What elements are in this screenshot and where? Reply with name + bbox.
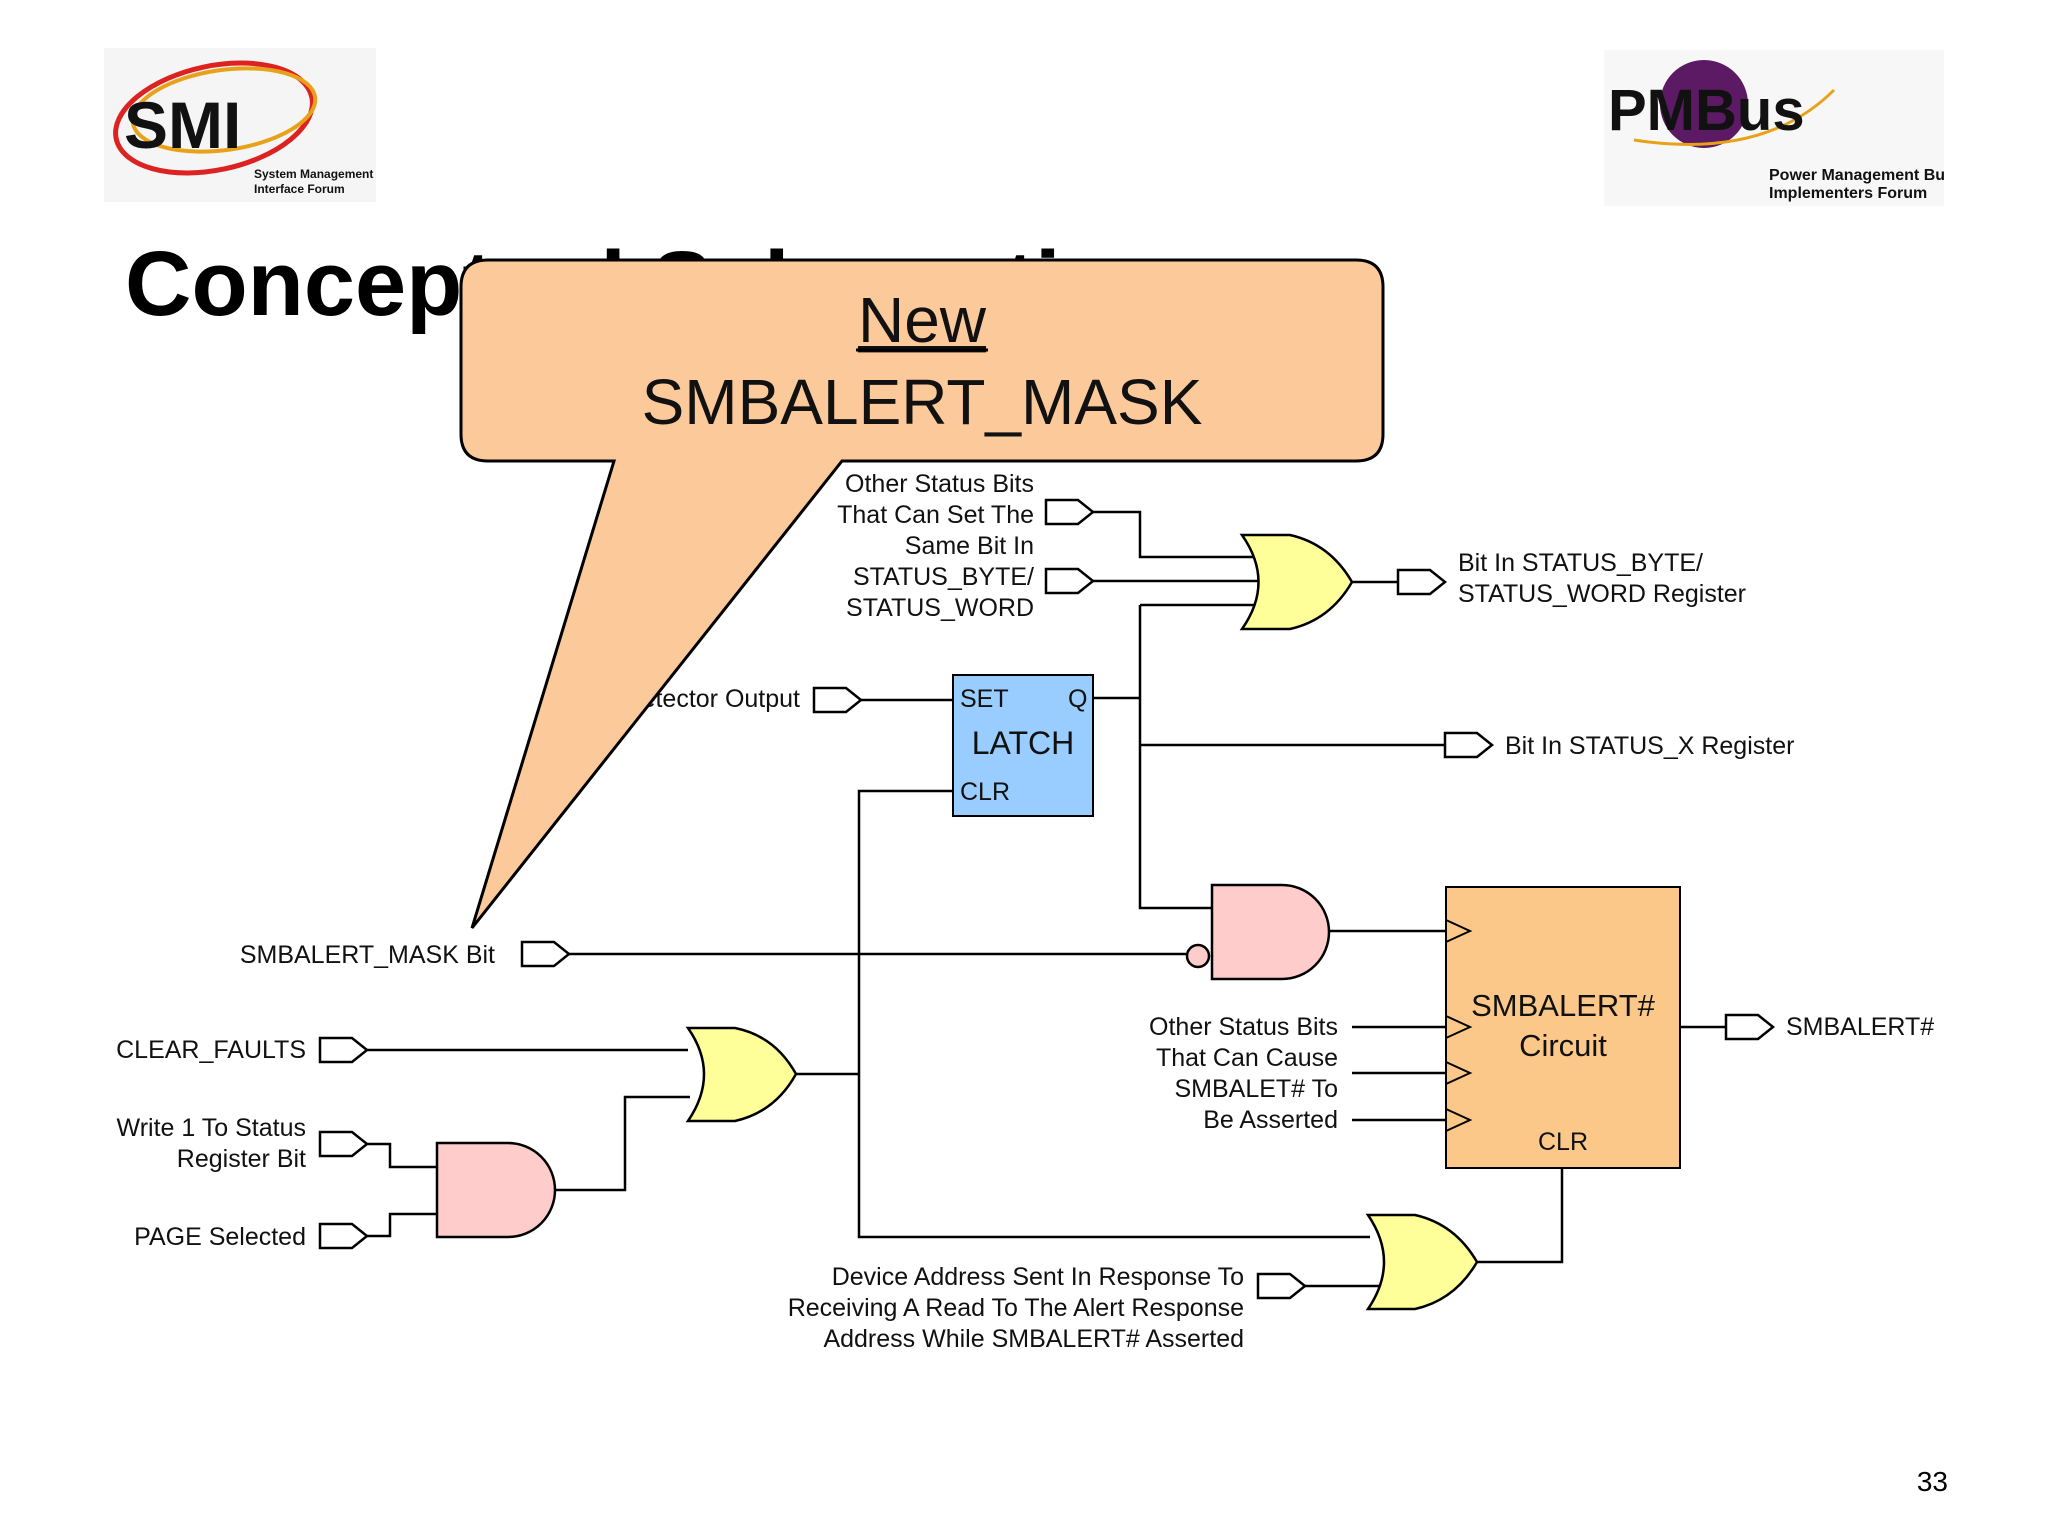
smbalert-circuit-box xyxy=(1445,886,1681,1169)
smi-logo-graphic: SMI System Management Interface Forum xyxy=(113,60,373,196)
connector-clear-faults xyxy=(318,1036,370,1064)
pmbus-logo-line2: Implementers Forum xyxy=(1769,185,1927,202)
wire-page-selected xyxy=(366,1212,438,1238)
write1-line2: Register Bit xyxy=(177,1145,306,1173)
callout-line1: New xyxy=(858,284,987,356)
mask-bit-label: SMBALERT_MASK Bit xyxy=(240,941,495,969)
inverter-bubble xyxy=(1185,943,1211,969)
connector-other-status-a xyxy=(1044,498,1096,526)
callout-bubble xyxy=(459,258,1385,929)
connector-device-address xyxy=(1256,1272,1308,1300)
other-status-set-line2: That Can Set The xyxy=(837,501,1034,529)
or-gate-clear xyxy=(685,1026,798,1123)
smi-logo: SMI System Management Interface Forum xyxy=(104,48,376,202)
wires xyxy=(366,510,1726,1288)
device-address-line2: Receiving A Read To The Alert Response xyxy=(788,1294,1244,1322)
and-gate-write xyxy=(435,1141,557,1239)
pmbus-logo: PMBus Power Management Bus Implementers … xyxy=(1604,50,1954,206)
smi-logo-word: SMI xyxy=(124,88,241,162)
smi-logo-line1: System Management xyxy=(254,167,373,181)
or-gate-device-address xyxy=(1365,1213,1479,1311)
circuit-name-line2: Circuit xyxy=(1519,1028,1607,1063)
pmbus-logo-line1: Power Management Bus xyxy=(1769,167,1944,184)
smbalert-out-label: SMBALERT# xyxy=(1786,1013,1934,1041)
other-status-set-line4: STATUS_BYTE/ xyxy=(853,563,1034,591)
connector-mask-bit xyxy=(520,940,572,968)
connector-status-byte-out xyxy=(1396,568,1448,596)
connector-write1 xyxy=(318,1130,370,1158)
smi-logo-line2: Interface Forum xyxy=(254,182,345,196)
write1-line1: Write 1 To Status xyxy=(117,1114,306,1142)
connectors xyxy=(318,498,1776,1300)
pmbus-logo-word: PMBus xyxy=(1608,78,1805,143)
wire-clr-bus xyxy=(857,789,1370,1239)
status-byte-out-line2: STATUS_WORD Register xyxy=(1458,580,1746,608)
and-gate-mask xyxy=(1210,883,1331,981)
other-status-cause-line4: Be Asserted xyxy=(1203,1106,1338,1134)
wire-or-to-circuit-clr xyxy=(1477,1168,1564,1264)
labels: Other Status Bits That Can Set The Same … xyxy=(116,470,1934,1353)
or-gate-status-byte xyxy=(1239,533,1354,631)
connector-status-x xyxy=(1443,731,1495,759)
latch-clr-label: CLR xyxy=(960,778,1010,806)
circuit-name-line1: SMBALERT# xyxy=(1471,988,1656,1023)
circuit-clr-label: CLR xyxy=(1538,1128,1588,1156)
wire-and-to-or xyxy=(555,1095,690,1192)
wire-q-bus xyxy=(1138,605,1212,910)
other-status-cause-line3: SMBALET# To xyxy=(1174,1075,1338,1103)
page-selected-label: PAGE Selected xyxy=(134,1223,306,1251)
connector-page-selected xyxy=(318,1222,370,1250)
pmbus-logo-graphic: PMBus Power Management Bus Implementers … xyxy=(1608,60,1954,202)
connector-detector-output xyxy=(812,686,864,714)
status-x-label: Bit In STATUS_X Register xyxy=(1505,732,1794,760)
circuit-input-marker-2 xyxy=(1445,1015,1473,1039)
wire-other-status-a xyxy=(1092,510,1258,559)
circuit-input-marker-1 xyxy=(1445,919,1473,943)
device-address-line3: Address While SMBALERT# Asserted xyxy=(823,1325,1244,1353)
latch-q-label: Q xyxy=(1068,685,1087,713)
callout-line2: SMBALERT_MASK xyxy=(642,366,1203,438)
clear-faults-label: CLEAR_FAULTS xyxy=(116,1036,306,1064)
latch-set-label: SET xyxy=(960,685,1009,713)
latch-box xyxy=(952,674,1094,817)
status-byte-out-line1: Bit In STATUS_BYTE/ xyxy=(1458,549,1703,577)
page-number: 33 xyxy=(1916,1466,1948,1497)
wire-write1 xyxy=(366,1142,438,1169)
circuit-input-marker-4 xyxy=(1445,1108,1473,1132)
device-address-line1: Device Address Sent In Response To xyxy=(832,1263,1244,1291)
other-status-cause-line1: Other Status Bits xyxy=(1149,1013,1338,1041)
other-status-set-line3: Same Bit In xyxy=(905,532,1034,560)
circuit-input-marker-3 xyxy=(1445,1061,1473,1085)
other-status-set-line5: STATUS_WORD xyxy=(846,594,1034,622)
other-status-cause-line2: That Can Cause xyxy=(1156,1044,1338,1072)
circuit-input-markers xyxy=(1445,919,1473,1132)
latch-name-label: LATCH xyxy=(972,725,1075,761)
connector-other-status-b xyxy=(1044,567,1096,595)
connector-smbalert-out xyxy=(1724,1013,1776,1041)
other-status-set-line1: Other Status Bits xyxy=(845,470,1034,498)
